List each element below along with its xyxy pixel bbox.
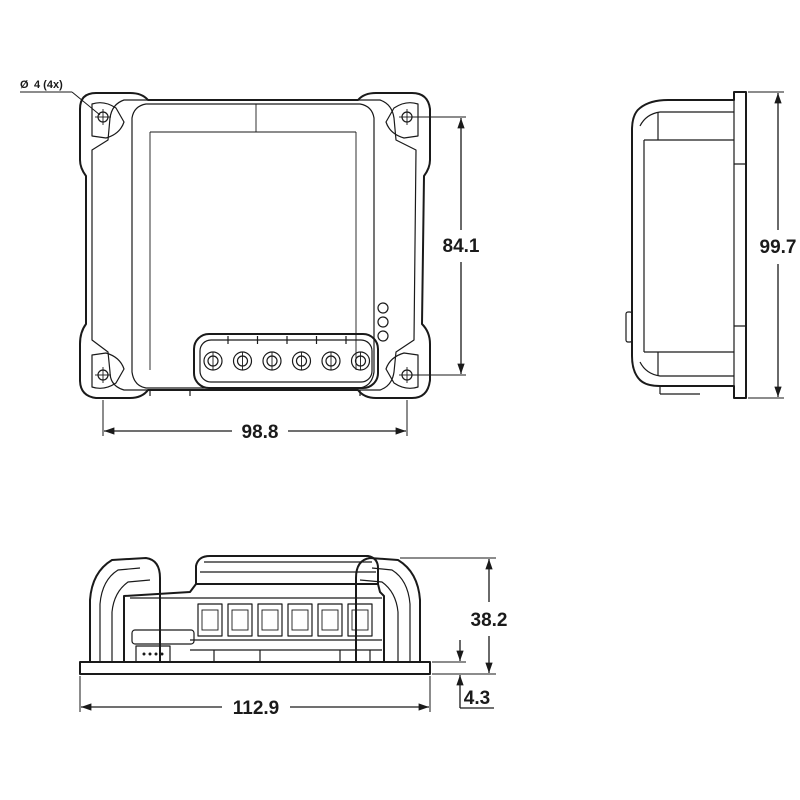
led-indicator-icon [377, 330, 389, 342]
side-height-label: 99.7 [760, 237, 797, 258]
bottom-width-dimension: 112.9 [79, 676, 431, 719]
screw-icon [232, 351, 253, 371]
diameter-symbol: Ø [20, 79, 29, 91]
port-icon [287, 603, 313, 637]
front-width-label: 98.8 [242, 422, 279, 443]
front-view [79, 92, 431, 399]
side-height-dimension: 99.7 [748, 91, 797, 399]
front-outer-outline [79, 92, 431, 399]
flange-height-label: 4.3 [464, 688, 490, 709]
side-outline [631, 91, 747, 399]
front-height-dimension: 84.1 [412, 116, 480, 376]
terminal-ports [197, 603, 373, 637]
front-width-dimension: 98.8 [102, 400, 408, 443]
screw-icon [321, 351, 341, 371]
side-view [625, 91, 747, 399]
bottom-flange [79, 661, 431, 675]
port-icon [197, 603, 223, 637]
port-icon [257, 603, 283, 637]
mounting-hole-icon [95, 367, 111, 383]
port-icon [227, 603, 253, 637]
connector-icon [135, 645, 171, 663]
port-icon [347, 603, 373, 637]
front-height-label: 84.1 [443, 236, 480, 257]
bottom-height-dimension: 38.2 [400, 557, 508, 675]
screw-icon [291, 351, 312, 371]
bottom-width-label: 112.9 [233, 698, 280, 719]
hole-note-label: 4 (4x) [34, 79, 63, 91]
terminal-block [193, 333, 379, 389]
screw-icon [262, 351, 282, 371]
bottom-height-label: 38.2 [471, 610, 508, 631]
screw-icon [350, 351, 371, 371]
led-indicator-icon [377, 316, 389, 328]
flange-height-dimension: 4.3 [432, 640, 494, 709]
led-indicator-icon [377, 302, 389, 314]
hole-note: Ø 4 (4x) [20, 79, 101, 116]
terminal-screws [203, 336, 371, 371]
front-inner-panel [91, 99, 417, 391]
mounting-hole-icon [95, 109, 111, 125]
front-cover [131, 103, 375, 389]
screw-icon [203, 351, 223, 371]
bottom-view [79, 555, 431, 675]
port-icon [317, 603, 343, 637]
